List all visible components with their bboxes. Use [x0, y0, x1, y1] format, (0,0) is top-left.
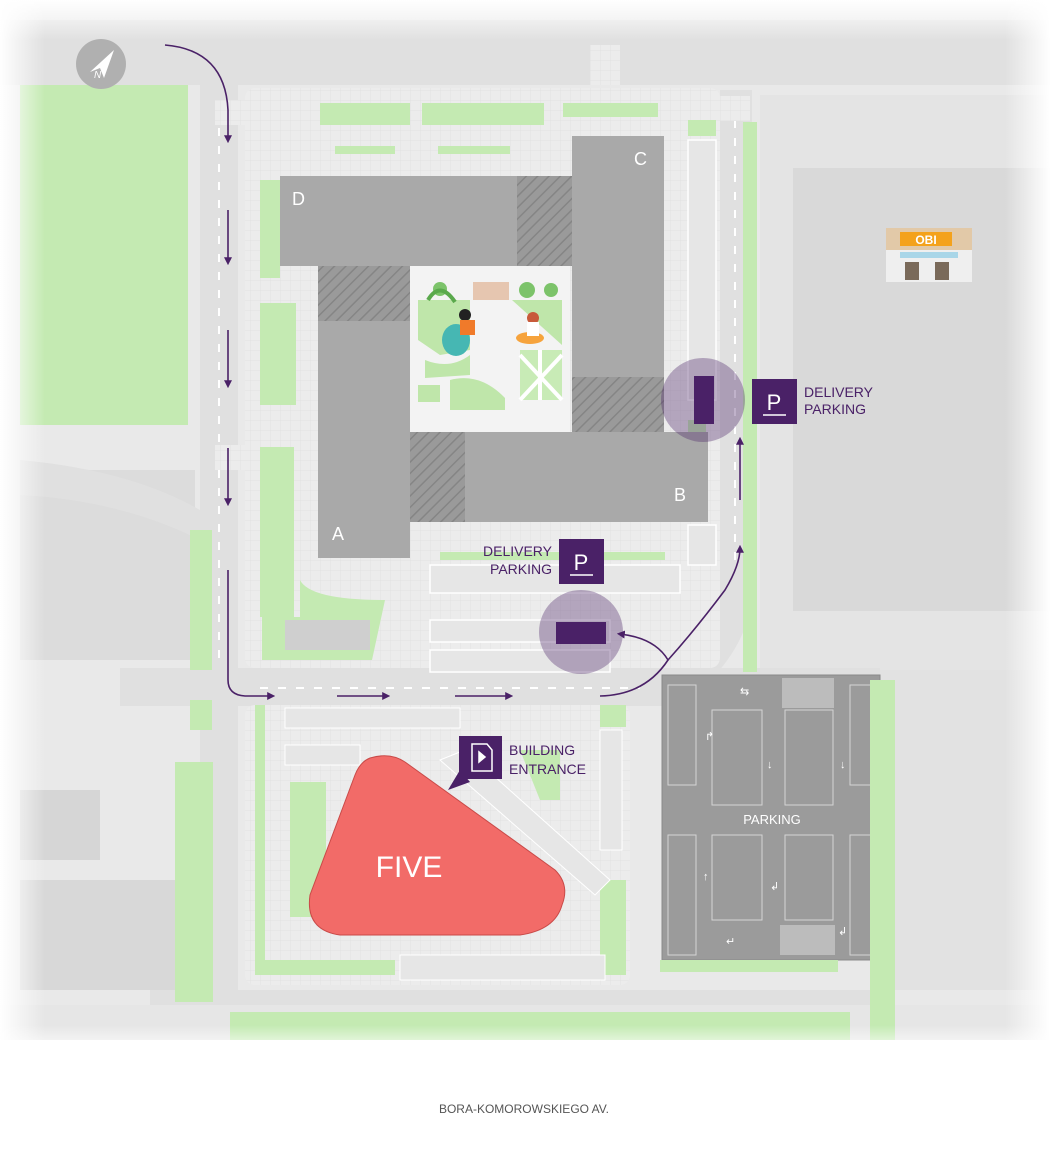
delivery-vehicle-east	[694, 376, 714, 424]
lot-west-3	[20, 880, 175, 990]
ramp	[285, 620, 370, 650]
delivery-parking-south-line1: DELIVERY	[483, 543, 553, 559]
parking-lot: ⇆ ↱ ↓ ↓ ↑ ↲ ↵ ↲	[661, 674, 881, 961]
delivery-parking-east-line2: PARKING	[804, 401, 866, 417]
traffic-route	[164, 44, 744, 700]
parking-symbol-south: P	[574, 550, 589, 575]
fade-bottom	[0, 1025, 1050, 1055]
park-west	[20, 75, 188, 425]
entrance-pointer	[448, 770, 470, 790]
svg-text:↵: ↵	[726, 936, 735, 948]
svg-text:⇆: ⇆	[740, 686, 749, 698]
building-entrance-line2: ENTRANCE	[509, 761, 586, 777]
svg-text:↲: ↲	[838, 926, 847, 938]
five-parking-stalls	[284, 707, 623, 981]
door-icon	[471, 743, 493, 772]
delivery-parking-south-line2: PARKING	[490, 561, 552, 577]
north-arrow-icon: N	[76, 39, 126, 89]
connector-cb	[572, 377, 664, 432]
campus-parking-stalls	[429, 139, 717, 673]
building-five	[308, 755, 566, 936]
courtyard-garden	[418, 282, 564, 410]
delivery-parking-south-sign[interactable]: P	[559, 539, 604, 584]
building-a-label: A	[332, 524, 344, 544]
building-b-label: B	[674, 485, 686, 505]
bottom-band	[0, 1040, 1050, 1149]
delivery-parking-east-sign[interactable]: P	[752, 379, 797, 424]
parking-symbol-east: P	[767, 390, 782, 415]
office-buildings	[280, 136, 708, 558]
svg-text:↲: ↲	[770, 881, 779, 893]
svg-text:↱: ↱	[705, 731, 714, 743]
fade-top	[0, 0, 1050, 40]
building-d-label: D	[292, 189, 305, 209]
svg-text:↓: ↓	[767, 759, 773, 771]
building-entrance-line1: BUILDING	[509, 742, 575, 758]
delivery-parking-east-line1: DELIVERY	[804, 384, 874, 400]
building-five-label: FIVE	[376, 851, 443, 884]
street-name: BORA-KOMOROWSKIEGO AV.	[439, 1102, 609, 1116]
crosswalks	[215, 45, 750, 470]
fade-left	[0, 0, 45, 1149]
delivery-vehicle-south	[556, 622, 606, 644]
svg-text:↑: ↑	[703, 871, 709, 883]
connector-ab	[410, 432, 465, 522]
connector-dc	[517, 176, 572, 266]
fade-right	[1005, 0, 1050, 1149]
road-markings	[218, 110, 736, 689]
compass-label: N	[94, 70, 102, 81]
building-entrance-sign[interactable]	[448, 736, 502, 790]
svg-text:↓: ↓	[840, 759, 846, 771]
connector-da	[318, 266, 410, 321]
parking-lot-label: PARKING	[743, 812, 801, 827]
obi-store-icon: OBI	[886, 228, 972, 282]
building-c-label: C	[634, 149, 647, 169]
obi-logo-text: OBI	[915, 233, 936, 247]
